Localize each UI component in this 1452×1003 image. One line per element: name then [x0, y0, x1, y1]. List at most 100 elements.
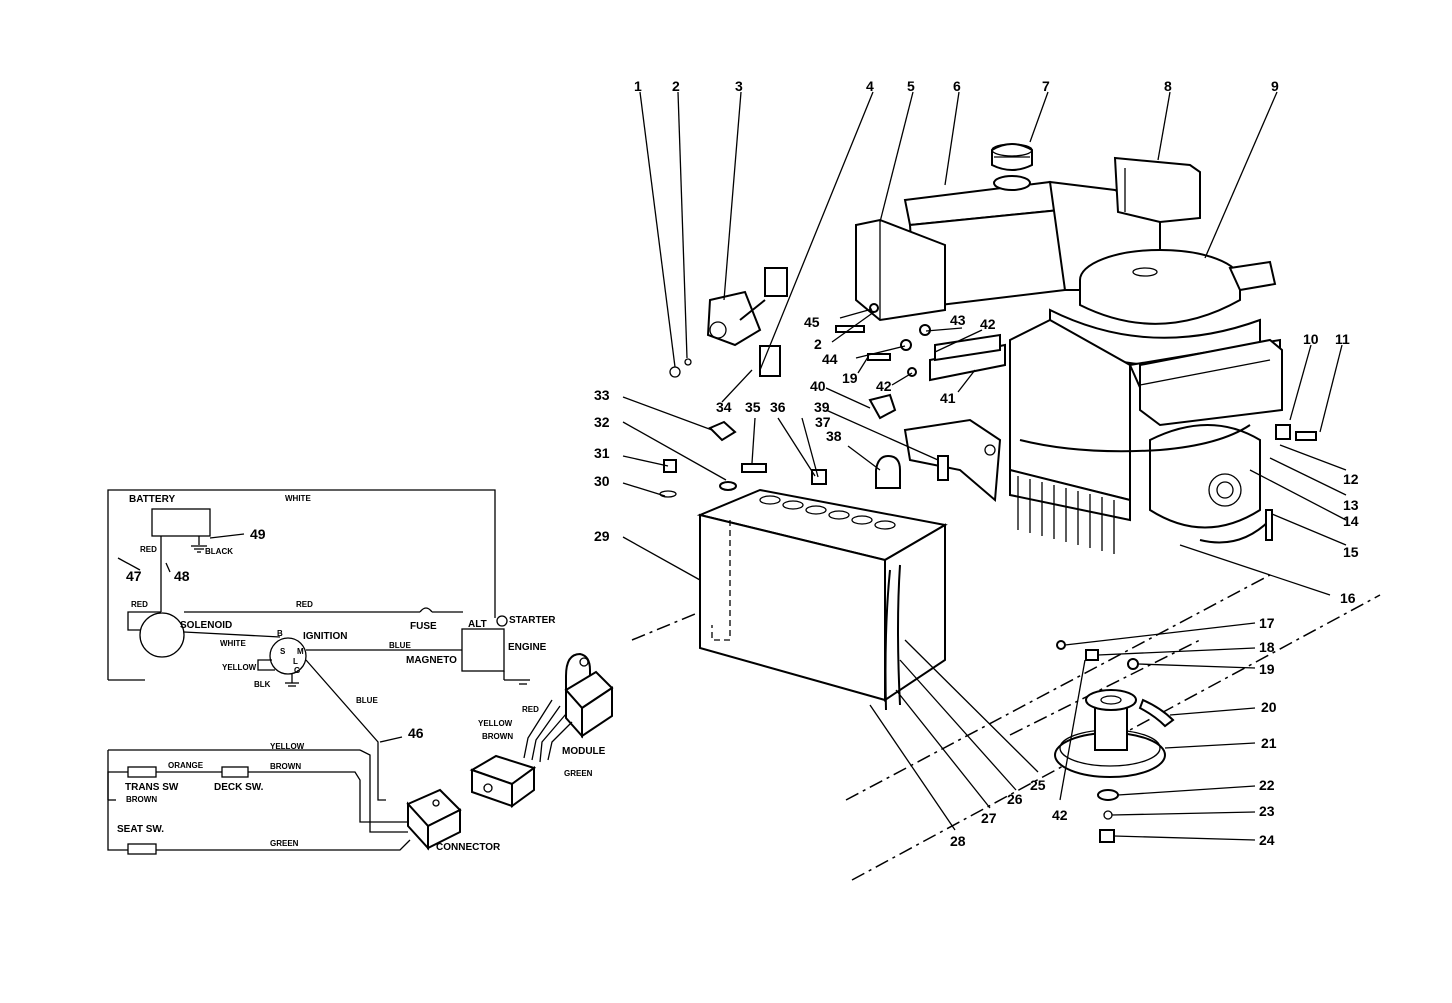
callout-17: 17 — [1259, 615, 1275, 631]
label-yellow-mod: YELLOW — [478, 719, 513, 728]
callout-37: 37 — [815, 414, 831, 430]
label-red-left2: RED — [131, 600, 148, 609]
label-green-mod: GREEN — [564, 769, 593, 778]
deck-switch-symbol — [221, 766, 249, 778]
callout-22: 22 — [1259, 777, 1275, 793]
callout-14: 14 — [1343, 513, 1359, 529]
label-blue-mid: BLUE — [389, 641, 411, 650]
label-seat-sw: SEAT SW. — [117, 824, 164, 835]
leader-lines — [622, 91, 1347, 841]
callout-23: 23 — [1259, 803, 1275, 819]
callout-9: 9 — [1271, 78, 1279, 94]
callout-40: 40 — [810, 378, 826, 394]
fuel-tank-part — [855, 143, 1201, 322]
label-white-mid: WHITE — [220, 639, 246, 648]
callout-38: 38 — [826, 428, 842, 444]
label-magneto: MAGNETO — [406, 655, 457, 666]
callout-28: 28 — [950, 833, 966, 849]
callout-42-upper: 42 — [980, 316, 996, 332]
callout-34: 34 — [716, 399, 732, 415]
label-red-left: RED — [140, 545, 157, 554]
callout-33: 33 — [594, 387, 610, 403]
label-starter: STARTER — [509, 615, 556, 626]
callout-6: 6 — [953, 78, 961, 94]
callout-19-lower: 19 — [1259, 661, 1275, 677]
callout-35: 35 — [745, 399, 761, 415]
seat-switch-symbol — [127, 843, 157, 855]
solenoid-symbol — [139, 612, 185, 658]
callout-25: 25 — [1030, 777, 1046, 793]
callout-13: 13 — [1343, 497, 1359, 513]
label-connector: CONNECTOR — [436, 842, 501, 853]
label-module: MODULE — [562, 746, 606, 757]
engine-alt-block — [461, 628, 505, 672]
label-brown-low: BROWN — [126, 795, 157, 804]
callout-41: 41 — [940, 390, 956, 406]
callout-36: 36 — [770, 399, 786, 415]
plate-42-part — [934, 333, 1001, 362]
callout-27: 27 — [981, 810, 997, 826]
label-blk: BLK — [254, 680, 271, 689]
callout-30: 30 — [594, 473, 610, 489]
callout-18: 18 — [1259, 639, 1275, 655]
ignition-switch-part — [669, 267, 788, 378]
wiring-schematic: BATTERY WHITE BLACK RED 47 48 49 RED RED… — [107, 489, 614, 855]
callout-39: 39 — [814, 399, 830, 415]
callout-4: 4 — [866, 78, 874, 94]
label-brown-mid: BROWN — [270, 762, 301, 771]
bracket-part — [903, 418, 1002, 503]
module-part — [469, 652, 614, 808]
callout-20: 20 — [1261, 699, 1277, 715]
callout-2-mid: 2 — [814, 336, 822, 352]
callout-16: 16 — [1340, 590, 1356, 606]
callout-47: 47 — [126, 568, 142, 584]
callout-19-upper: 19 — [842, 370, 858, 386]
label-alt: ALT — [468, 619, 487, 630]
label-yellow-ign: YELLOW — [222, 663, 257, 672]
label-battery: BATTERY — [129, 494, 175, 505]
callout-8: 8 — [1164, 78, 1172, 94]
callout-43: 43 — [950, 312, 966, 328]
label-term-l: L — [293, 657, 298, 666]
label-term-b: B — [277, 629, 283, 638]
label-yellow-low: YELLOW — [270, 742, 305, 751]
callout-48: 48 — [174, 568, 190, 584]
label-ignition: IGNITION — [303, 631, 347, 642]
label-term-s: S — [280, 647, 286, 656]
callout-1: 1 — [634, 78, 642, 94]
callout-12: 12 — [1343, 471, 1359, 487]
label-black: BLACK — [205, 547, 233, 556]
callout-10: 10 — [1303, 331, 1319, 347]
callout-32: 32 — [594, 414, 610, 430]
callout-3: 3 — [735, 78, 743, 94]
cooling-fins — [1017, 476, 1115, 554]
callout-11: 11 — [1335, 331, 1350, 347]
ignition-switch-symbol — [269, 637, 307, 675]
label-deck-sw: DECK SW. — [214, 782, 264, 793]
callout-7: 7 — [1042, 78, 1050, 94]
callout-21: 21 — [1261, 735, 1277, 751]
battery-symbol — [151, 508, 211, 537]
label-engine: ENGINE — [508, 642, 547, 653]
label-red-mod: RED — [522, 705, 539, 714]
callout-15: 15 — [1343, 544, 1359, 560]
label-blue-vert: BLUE — [356, 696, 378, 705]
callout-42-lower: 42 — [1052, 807, 1068, 823]
label-trans-sw: TRANS SW — [125, 782, 179, 793]
pulley-part — [1054, 689, 1175, 778]
engine-part — [1009, 318, 1283, 554]
callout-45: 45 — [804, 314, 820, 330]
callout-2: 2 — [672, 78, 680, 94]
callout-24: 24 — [1259, 832, 1275, 848]
callout-49: 49 — [250, 526, 266, 542]
callout-5: 5 — [907, 78, 915, 94]
callout-29: 29 — [594, 528, 610, 544]
trans-switch-symbol — [127, 766, 157, 778]
callout-42-mid: 42 — [876, 378, 892, 394]
callout-46: 46 — [408, 725, 424, 741]
callout-44: 44 — [822, 351, 838, 367]
battery-part — [696, 488, 948, 711]
label-solenoid: SOLENOID — [180, 620, 232, 631]
connector-part — [406, 788, 462, 851]
